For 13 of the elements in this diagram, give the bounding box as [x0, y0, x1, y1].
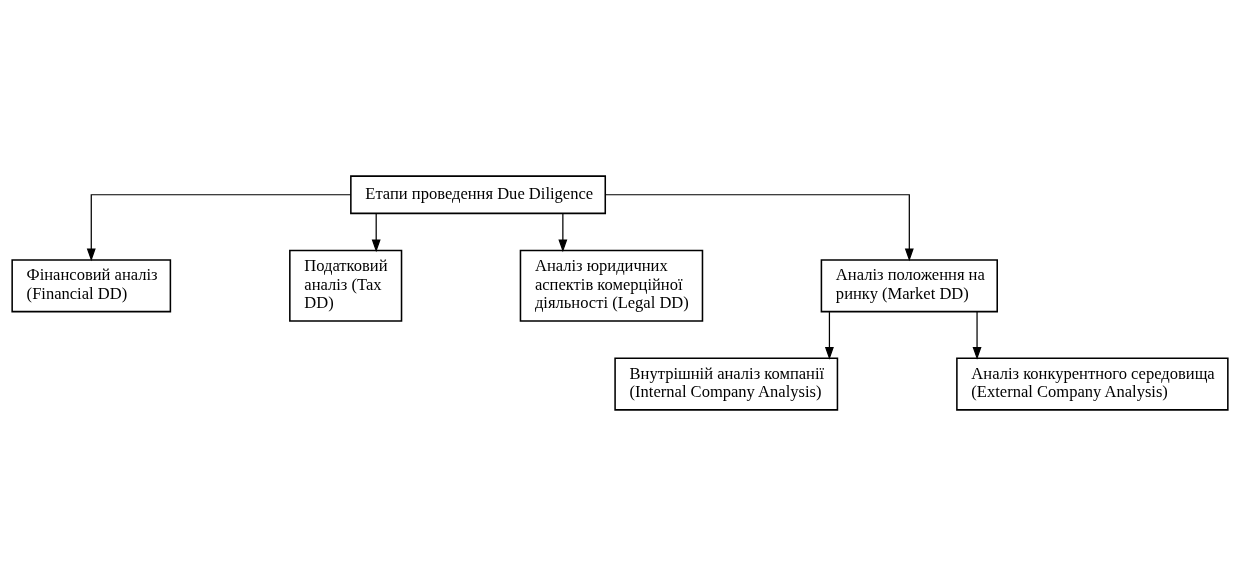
node-box: Аналіз юридичних аспектів комерційної діяльності (Legal DD)	[519, 249, 704, 322]
arrow	[371, 212, 381, 252]
node-box: Аналіз конкурентного середовища (External Company Analysis)	[956, 356, 1229, 411]
node-box: Податковий аналіз (Tax DD)	[289, 249, 403, 322]
node-box: Етапи проведення Due Diligence	[350, 174, 607, 214]
arrow	[558, 212, 568, 252]
node-box: Внутрішній аналіз компанії (Internal Company Analysis)	[614, 356, 839, 411]
arrow	[972, 310, 982, 360]
node-box: Фінансовий аналіз (Financial DD)	[11, 258, 172, 312]
arrow	[86, 193, 352, 261]
arrow	[604, 193, 914, 261]
node-box: Аналіз положення на ринку (Market DD)	[820, 258, 998, 312]
arrow	[824, 310, 834, 360]
